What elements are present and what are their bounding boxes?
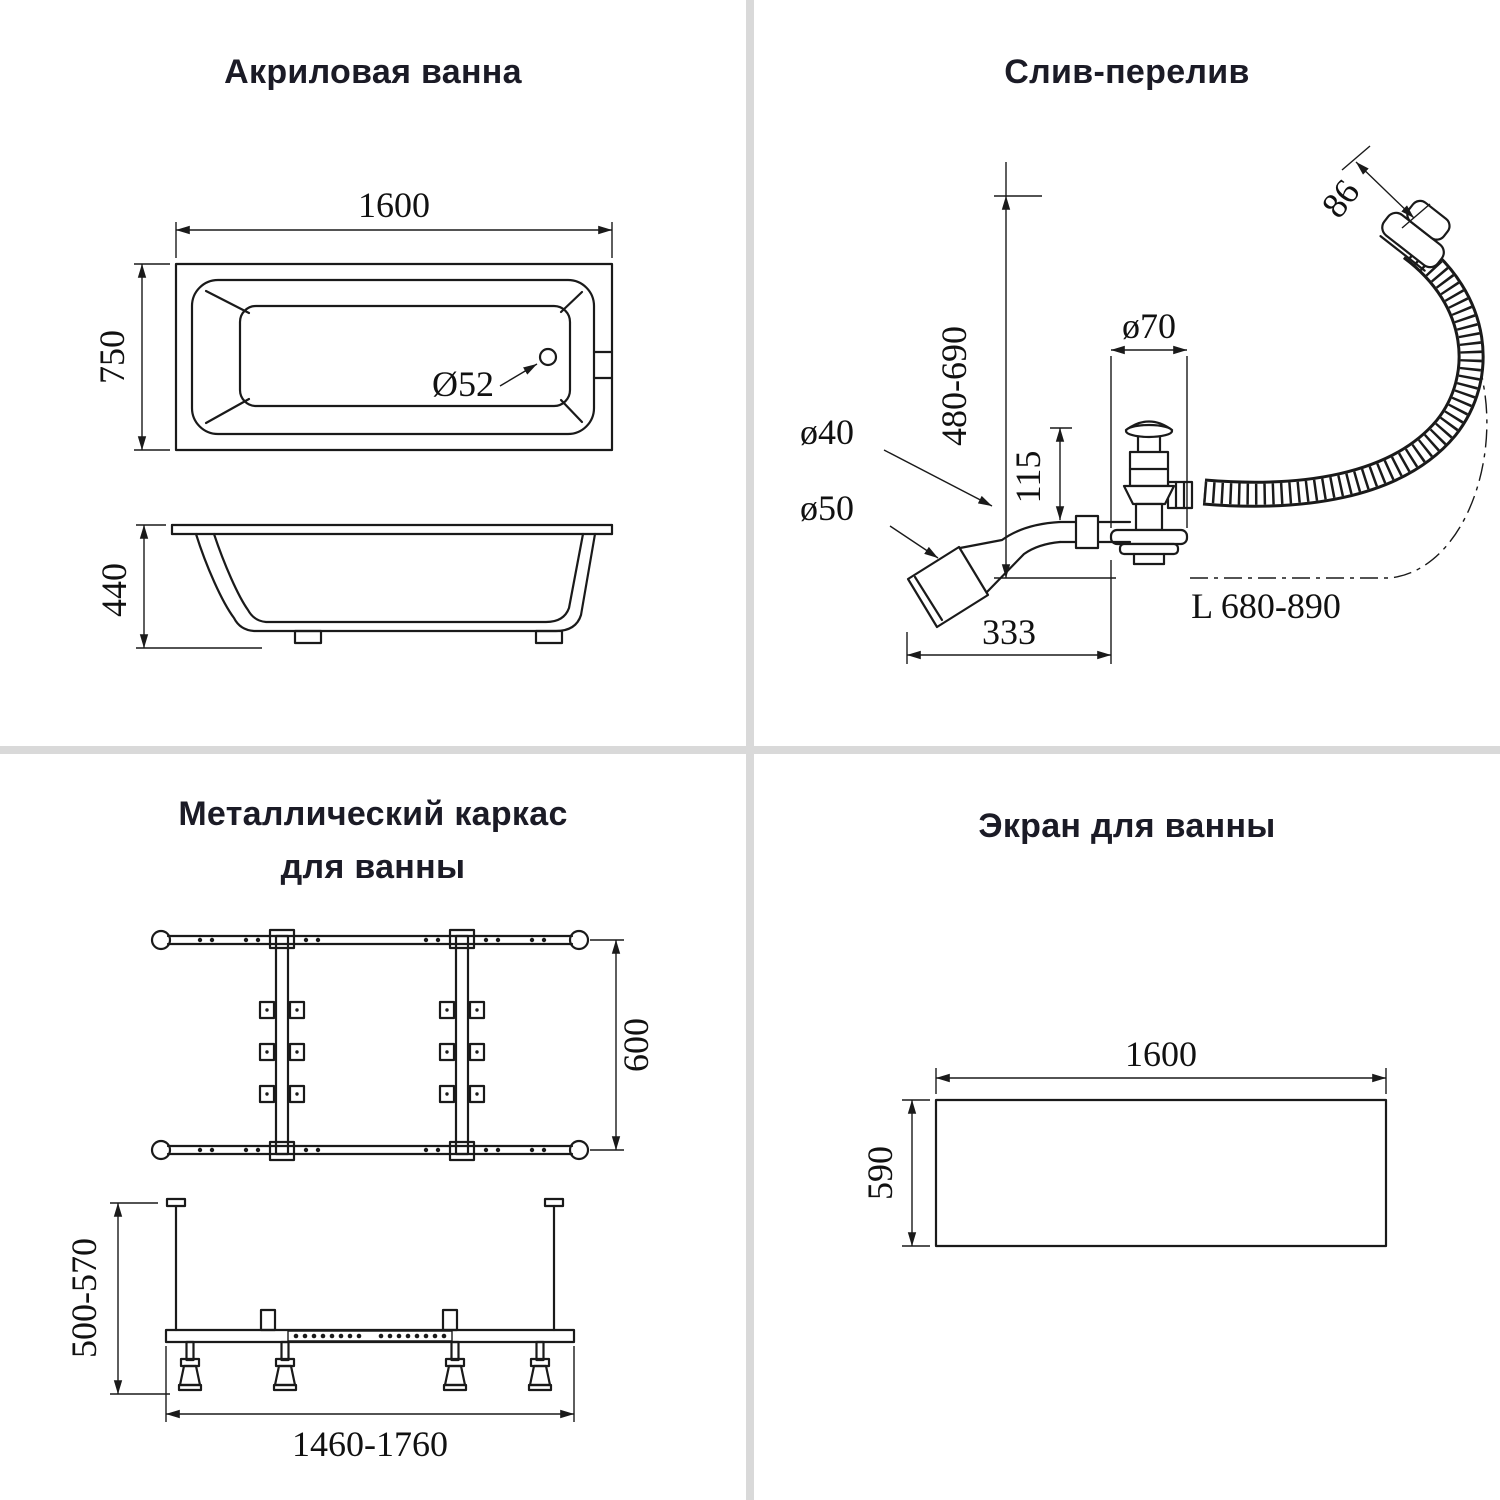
frame-side-view (164, 1197, 576, 1392)
panel-bathtub-title: Акриловая ванна (224, 53, 522, 91)
drain-assembly (906, 420, 1194, 629)
screen-panel-outline (934, 1098, 1388, 1248)
dim-frame-depth: 600 (616, 1018, 656, 1072)
bathtub-side-view (170, 523, 614, 645)
dim-outlet-diameter: ø50 (800, 488, 854, 528)
frame-drawing: 600 500-570 1460-1760 (64, 928, 656, 1464)
dim-bathtub-length: 1600 (358, 185, 430, 225)
panel-drain-overflow-title: Слив-перелив (1004, 53, 1250, 91)
drain-dimension-lines (883, 145, 1431, 664)
panel-frame-title-line2: для ванны (280, 847, 466, 886)
dim-drain-diameter: ø70 (1122, 306, 1176, 346)
dim-frame-height-range: 500-570 (64, 1238, 104, 1358)
frame-perforation-holes (293, 1333, 447, 1339)
dim-overflow-height-range: 480-690 (934, 326, 974, 446)
dim-bathtub-height: 440 (94, 563, 134, 617)
dim-screen-length: 1600 (1125, 1034, 1197, 1074)
dim-drain-height: 115 (1008, 451, 1048, 504)
dim-hose-length: L 680-890 (1191, 586, 1341, 626)
dim-horizontal-offset: 333 (982, 612, 1036, 652)
panel-frame-title: Металлический каркас для ванны (0, 788, 746, 893)
frame-dimension-lines (110, 939, 624, 1422)
dim-bathtub-width: 750 (92, 330, 132, 384)
panel-bathtub: Акриловая ванна (0, 0, 746, 746)
dim-overflow-offset: 86 (1314, 172, 1368, 225)
panel-screen-title: Экран для ванны (978, 807, 1276, 845)
overflow-head (1379, 199, 1451, 272)
screen-dimension-lines (902, 1068, 1387, 1247)
dim-bathtub-drain: Ø52 (432, 364, 494, 404)
screen-drawing: 1600 590 (860, 1034, 1388, 1248)
dim-frame-length-range: 1460-1760 (292, 1424, 448, 1464)
bathtub-dimension-lines (134, 222, 613, 649)
dim-pipe-diameter: ø40 (800, 412, 854, 452)
panel-screen: Экран для ванны 1600 590 (754, 754, 1500, 1500)
panel-frame-title-line1: Металлический каркас (178, 795, 568, 833)
frame-rail-holes (197, 937, 547, 1153)
drain-hole (538, 347, 558, 367)
panel-drain-overflow: Слив-перелив (754, 0, 1500, 746)
bathtub-drawing: 1600 750 Ø52 440 (92, 185, 614, 649)
panel-frame: Металлический каркас для ванны (0, 754, 746, 1500)
bathtub-top-view (174, 262, 614, 452)
frame-top-view (150, 928, 590, 1162)
drain-overflow-drawing: 480-690 86 ø70 115 ø40 ø50 333 L 680-890 (800, 145, 1488, 664)
corrugated-hose (1202, 237, 1485, 508)
dim-screen-height: 590 (860, 1146, 900, 1200)
